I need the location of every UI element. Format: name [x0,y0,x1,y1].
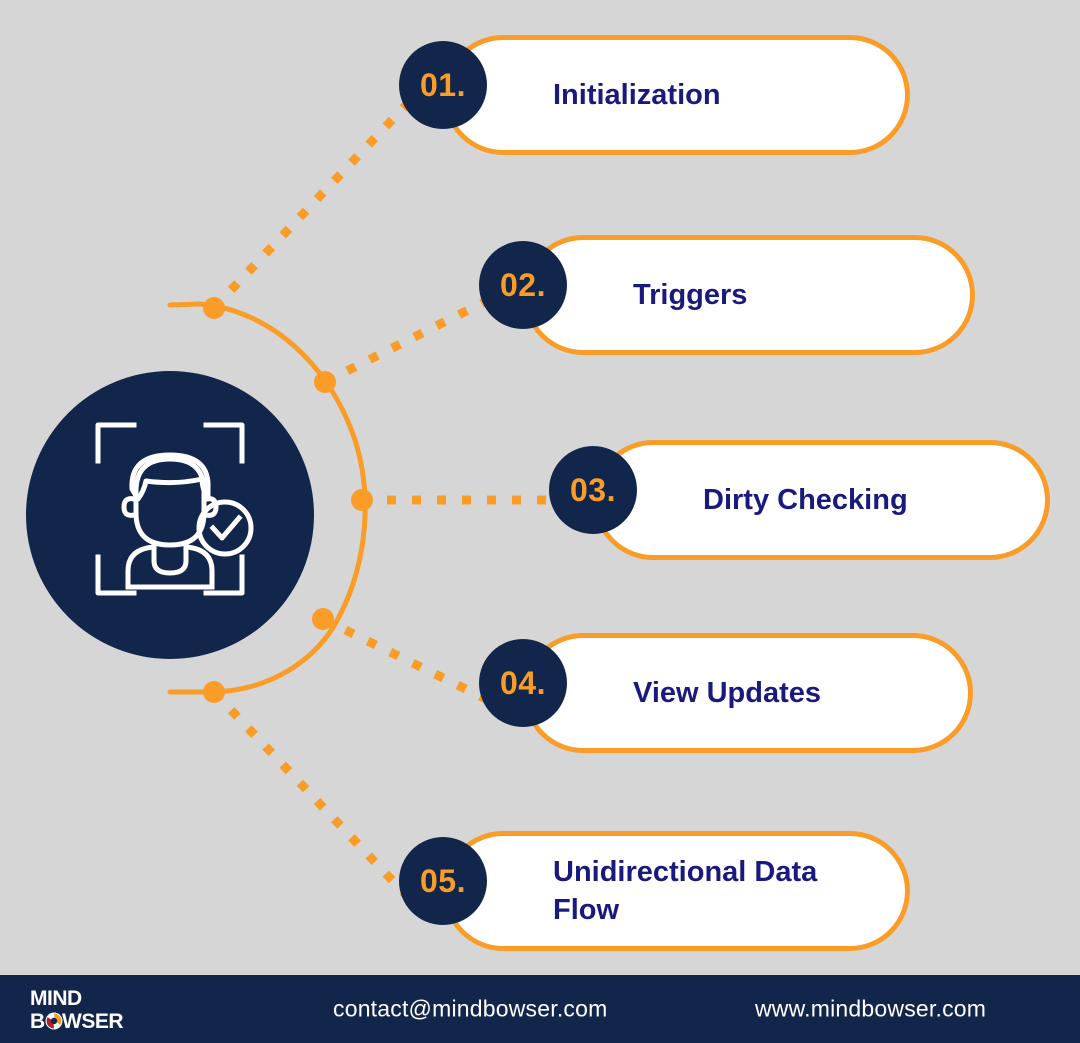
arc-node-2 [314,371,336,393]
arc-node-1 [203,297,225,319]
step-badge-5: 05. [399,837,487,925]
step-number-1: 01. [420,67,466,103]
step-label-1: Initialization [553,78,721,111]
step-badge-3: 03. [549,446,637,534]
step-label-5: Unidirectional Data Flow [553,855,818,926]
logo-text-b: B [30,1010,45,1032]
spoke-to-step-5 [210,688,412,901]
spoke-to-step-1 [210,99,412,312]
logo-text-wser: WSER [62,1010,123,1032]
arc-node-5 [203,681,225,703]
step-card-5[interactable]: 05. Unidirectional Data Flow [399,831,910,951]
step-card-1[interactable]: 01. Initialization [399,35,910,155]
step-card-4-body [523,633,973,753]
spoke-to-step-4 [321,614,490,705]
logo-swirl-o-icon [45,1012,63,1030]
step-badge-1: 01. [399,41,487,129]
mindbowser-logo: MIND B WSER [30,987,124,1032]
face-verification-icon [95,422,254,596]
footer-website-url[interactable]: www.mindbowser.com [755,995,987,1022]
arc-node-3 [351,489,373,511]
step-number-2: 02. [500,267,546,303]
step-card-5-body [443,831,910,951]
step-number-3: 03. [570,472,616,508]
logo-text-mind: MIND [30,987,82,1010]
arc-node-4 [312,608,334,630]
step-badge-2: 02. [479,241,567,329]
step-card-1-body [443,35,910,155]
step-label-3: Dirty Checking [703,483,908,516]
step-card-2-body [523,235,975,355]
spoke-to-step-2 [322,295,491,387]
step-card-2[interactable]: 02. Triggers [479,235,975,355]
step-number-4: 04. [500,665,546,701]
footer-bar: MIND B WSER contact@mindbowser.com www.m… [0,975,1080,1043]
step-badge-4: 04. [479,639,567,727]
step-card-4[interactable]: 04. View Updates [479,633,973,753]
step-label-4: View Updates [633,676,822,709]
step-card-3[interactable]: 03. Dirty Checking [549,440,1050,560]
step-label-2: Triggers [633,278,748,311]
center-icon-circle [26,371,314,659]
step-card-3-body [593,440,1050,560]
step-number-5: 05. [420,863,466,899]
footer-contact-email[interactable]: contact@mindbowser.com [333,995,608,1022]
